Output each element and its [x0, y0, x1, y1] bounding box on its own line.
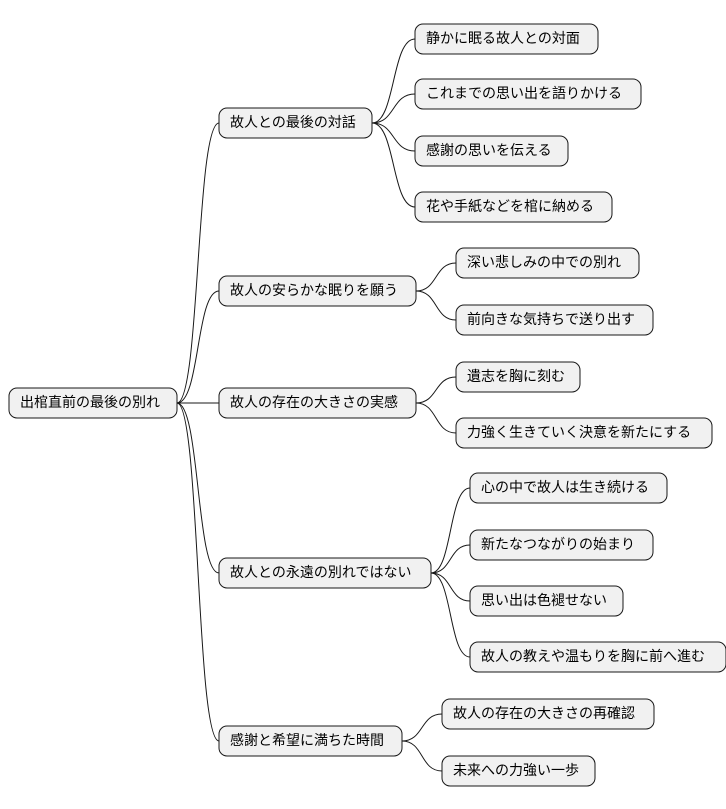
- leaf-node-5-1-box: [441, 698, 655, 730]
- leaf-node-1-4: 花や手紙などを棺に納める: [414, 191, 613, 223]
- leaf-node-2-1-box: [455, 247, 640, 279]
- leaf-node-1-2-label: これまでの思い出を語りかける: [426, 86, 622, 102]
- edge-branch-3-to-leaf-2: [415, 402, 457, 434]
- leaf-node-4-4-label: 故人の教えや温もりを胸に前へ進む: [481, 648, 705, 665]
- edge-root-to-branch-4: [176, 402, 220, 574]
- leaf-node-4-3: 思い出は色褪せない: [469, 585, 624, 617]
- branch-node-2-box: [218, 275, 417, 307]
- branch-node-4-label: 故人との永遠の別れではない: [230, 565, 411, 581]
- nodes-layer: 出棺直前の最後の別れ 故人との最後の対話 静かに眠る故人との対面これまでの思い出を語…: [8, 23, 726, 787]
- leaf-node-4-1-label: 心の中で故人は生き続ける: [481, 479, 649, 496]
- edge-branch-1-to-leaf-2: [371, 93, 416, 124]
- leaf-node-4-2: 新たなつながりの始まり: [469, 529, 654, 561]
- leaf-node-3-1-label: 遺志を胸に刻む: [467, 369, 565, 385]
- branch-node-2: 故人の安らかな眠りを願う: [218, 275, 417, 307]
- edge-branch-1-to-leaf-1: [371, 38, 416, 124]
- branch-node-5-label: 感謝と希望に満ちた時間: [230, 732, 384, 749]
- leaf-node-4-1: 心の中で故人は生き続ける: [469, 472, 668, 504]
- leaf-node-5-2-box: [441, 755, 596, 787]
- branch-node-4: 故人との永遠の別れではない: [218, 557, 432, 589]
- leaf-node-1-1: 静かに眠る故人との対面: [414, 23, 599, 55]
- leaf-node-1-4-label: 花や手紙などを棺に納める: [426, 199, 594, 215]
- edge-branch-2-to-leaf-1: [415, 262, 457, 292]
- leaf-node-1-2-box: [414, 78, 642, 110]
- leaf-node-1-3: 感謝の思いを伝える: [414, 135, 569, 167]
- leaf-node-1-2: これまでの思い出を語りかける: [414, 78, 642, 110]
- leaf-node-5-2: 未来への力強い一歩: [441, 755, 596, 787]
- edge-branch-2-to-leaf-2: [415, 290, 457, 321]
- leaf-node-3-1-box: [455, 361, 581, 393]
- edge-branch-5-to-leaf-1: [401, 713, 443, 742]
- leaf-node-4-1-box: [469, 472, 668, 504]
- leaf-node-1-3-box: [414, 135, 569, 167]
- leaf-node-4-2-box: [469, 529, 654, 561]
- leaf-node-4-4: 故人の教えや温もりを胸に前へ進む: [469, 641, 726, 673]
- leaf-node-1-1-label: 静かに眠る故人との対面: [426, 31, 580, 47]
- leaf-node-3-1: 遺志を胸に刻む: [455, 361, 581, 393]
- edge-root-to-branch-2: [176, 290, 220, 404]
- leaf-node-3-2-label: 力強く生きていく決意を新たにする: [467, 424, 691, 441]
- leaf-node-2-2-box: [455, 304, 654, 336]
- leaf-node-2-2-label: 前向きな気持ちで送り出す: [467, 311, 635, 328]
- branch-node-1: 故人との最後の対話: [218, 107, 373, 139]
- edge-branch-1-to-leaf-4: [371, 122, 416, 208]
- edge-branch-4-to-leaf-4: [430, 572, 471, 658]
- leaf-node-4-3-box: [469, 585, 624, 617]
- branch-node-2-label: 故人の安らかな眠りを願う: [230, 283, 398, 299]
- branch-node-5-box: [218, 725, 403, 757]
- edge-branch-4-to-leaf-1: [430, 487, 471, 574]
- branch-node-3: 故人の存在の大きさの実感: [218, 387, 417, 419]
- edge-branch-3-to-leaf-1: [415, 376, 457, 404]
- root-node: 出棺直前の最後の別れ: [8, 387, 178, 419]
- leaf-node-2-1: 深い悲しみの中での別れ: [455, 247, 640, 279]
- leaf-node-5-1: 故人の存在の大きさの再確認: [441, 698, 655, 730]
- branch-node-5: 感謝と希望に満ちた時間: [218, 725, 403, 757]
- branch-node-3-box: [218, 387, 417, 419]
- leaf-node-2-1-label: 深い悲しみの中での別れ: [467, 254, 621, 271]
- leaf-node-4-3-label: 思い出は色褪せない: [481, 592, 607, 609]
- leaf-node-1-1-box: [414, 23, 599, 55]
- leaf-node-4-2-label: 新たなつながりの始まり: [481, 537, 635, 553]
- leaf-node-3-2-box: [455, 417, 713, 449]
- edge-branch-1-to-leaf-3: [371, 122, 416, 152]
- leaf-node-3-2: 力強く生きていく決意を新たにする: [455, 417, 713, 449]
- leaf-node-5-2-label: 未来への力強い一歩: [453, 763, 579, 779]
- edge-branch-4-to-leaf-2: [430, 544, 471, 574]
- root-node-box: [8, 387, 178, 419]
- leaf-node-1-4-box: [414, 191, 613, 223]
- edge-root-to-branch-1: [176, 122, 220, 404]
- branch-node-4-box: [218, 557, 432, 589]
- leaf-node-4-4-box: [469, 641, 726, 673]
- leaf-node-5-1-label: 故人の存在の大きさの再確認: [453, 706, 635, 722]
- edge-branch-4-to-leaf-3: [430, 572, 471, 602]
- edges-layer: [176, 38, 471, 772]
- branch-node-1-box: [218, 107, 373, 139]
- edge-branch-5-to-leaf-2: [401, 740, 443, 772]
- branch-node-3-label: 故人の存在の大きさの実感: [230, 394, 398, 411]
- leaf-node-1-3-label: 感謝の思いを伝える: [426, 142, 552, 159]
- edge-root-to-branch-5: [176, 402, 220, 742]
- leaf-node-2-2: 前向きな気持ちで送り出す: [455, 304, 654, 336]
- root-node-label: 出棺直前の最後の別れ: [20, 394, 160, 411]
- branch-node-1-label: 故人との最後の対話: [230, 114, 356, 131]
